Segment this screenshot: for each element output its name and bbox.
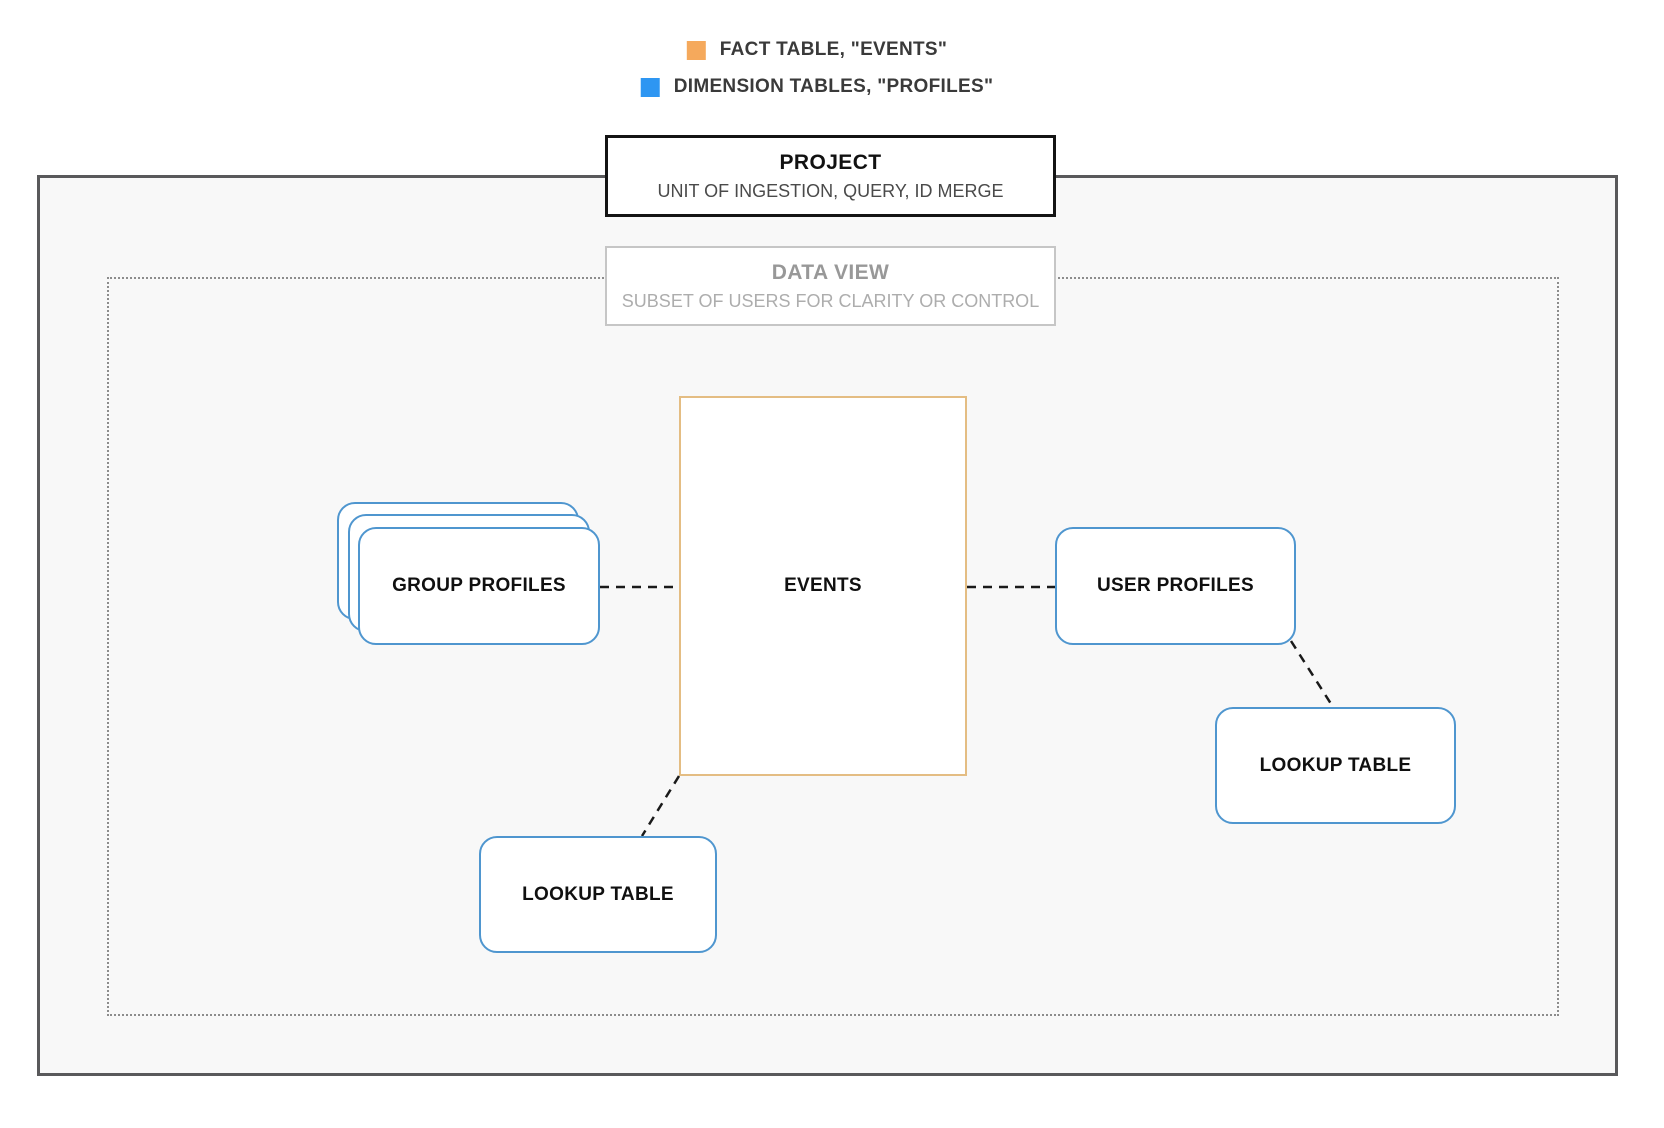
lookup-table-right-node: LOOKUP TABLE [1215, 707, 1456, 824]
group-profiles-node-label: GROUP PROFILES [392, 575, 566, 596]
user-profiles-node: USER PROFILES [1055, 527, 1296, 645]
data-view-box: DATA VIEW SUBSET OF USERS FOR CLARITY OR… [605, 246, 1056, 326]
project-box: PROJECT UNIT OF INGESTION, QUERY, ID MER… [605, 135, 1056, 217]
group-profiles-node: GROUP PROFILES [358, 527, 600, 645]
legend-item-dimension-tables: DIMENSION TABLES, "PROFILES" [640, 76, 994, 98]
fact-table-swatch-icon [686, 40, 706, 60]
user-profiles-node-label: USER PROFILES [1097, 575, 1254, 596]
dimension-tables-swatch-icon [640, 77, 660, 97]
lookup-table-right-node-label: LOOKUP TABLE [1259, 754, 1412, 776]
legend-label-dimension-tables: DIMENSION TABLES, "PROFILES" [673, 76, 994, 97]
legend-label-fact-table: FACT TABLE, "EVENTS" [719, 39, 948, 60]
project-subtitle: UNIT OF INGESTION, QUERY, ID MERGE [657, 180, 1004, 201]
lookup-table-bottom-node-label: LOOKUP TABLE [522, 883, 674, 905]
legend-item-fact-table: FACT TABLE, "EVENTS" [686, 39, 948, 61]
events-node: EVENTS [679, 396, 967, 776]
lookup-table-bottom-node: LOOKUP TABLE [479, 836, 717, 953]
events-node-label: EVENTS [784, 575, 862, 596]
data-view-subtitle: SUBSET OF USERS FOR CLARITY OR CONTROL [621, 290, 1040, 311]
project-title: PROJECT [779, 150, 882, 174]
data-view-title: DATA VIEW [771, 260, 890, 284]
